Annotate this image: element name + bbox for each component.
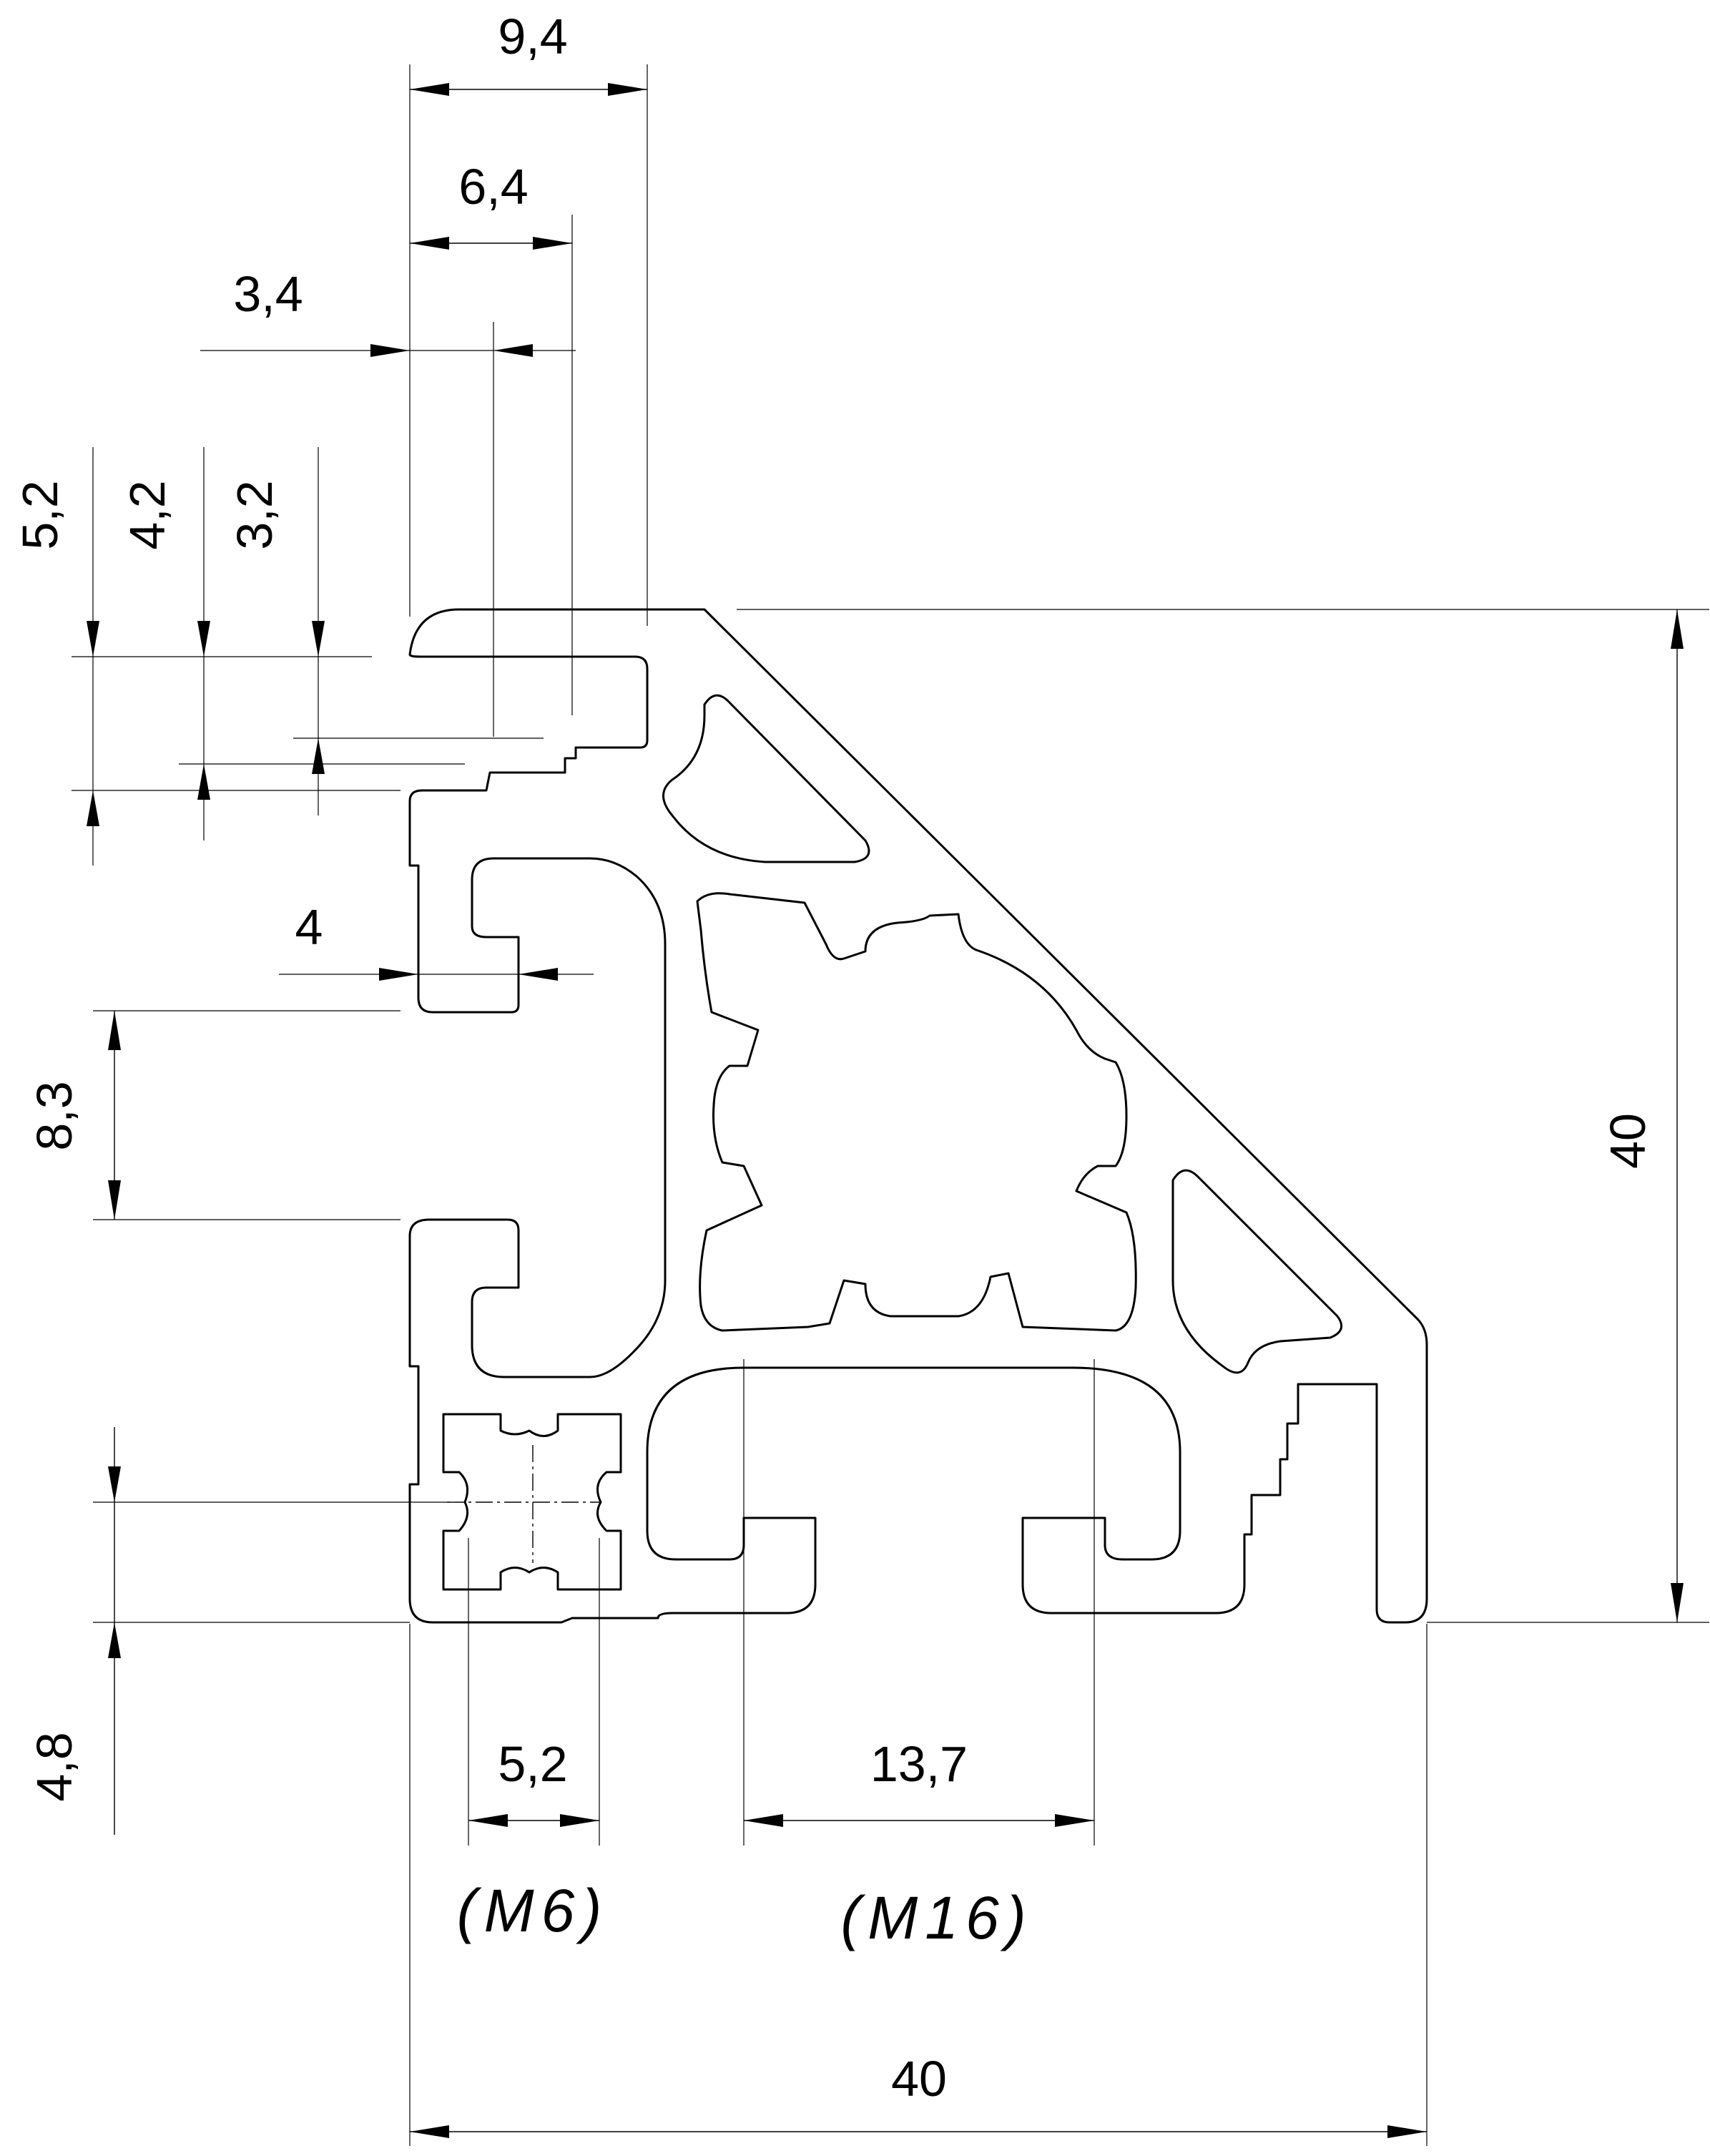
dim-right-40: 40 <box>1600 1113 1656 1169</box>
dim-top-9-4: 9,4 <box>498 9 567 64</box>
extension-lines <box>72 64 1709 2146</box>
dim-bottom-13-7: 13,7 <box>870 1736 968 1792</box>
aluminium-profile <box>408 608 1428 1624</box>
dim-slot-4: 4 <box>295 899 323 955</box>
dim-left-5-2: 5,2 <box>12 480 68 549</box>
dimension-lines <box>87 83 1684 2138</box>
core-cavity <box>696 892 1137 1332</box>
dim-left-3-2: 3,2 <box>227 480 282 549</box>
dimension-labels: 9,4 6,4 3,4 5,2 4,2 3,2 4 8,3 4,8 40 5,2… <box>12 9 1656 2107</box>
dim-bottom-5-2: 5,2 <box>498 1736 567 1792</box>
dim-left-8-3: 8,3 <box>26 1081 82 1150</box>
outer-contour <box>408 608 1428 1624</box>
dim-top-3-4: 3,4 <box>233 266 303 322</box>
dim-bottom-40: 40 <box>891 2051 947 2107</box>
cavity-upper <box>662 694 870 863</box>
cavity-right <box>1171 1169 1343 1374</box>
dim-top-6-4: 6,4 <box>458 159 528 215</box>
m6-core <box>442 1413 622 1591</box>
thread-m16: (M16) <box>840 1884 1033 1951</box>
thread-m6: (M6) <box>457 1877 609 1944</box>
dim-left-4-2: 4,2 <box>119 480 175 549</box>
dim-left-4-8: 4,8 <box>26 1732 82 1801</box>
